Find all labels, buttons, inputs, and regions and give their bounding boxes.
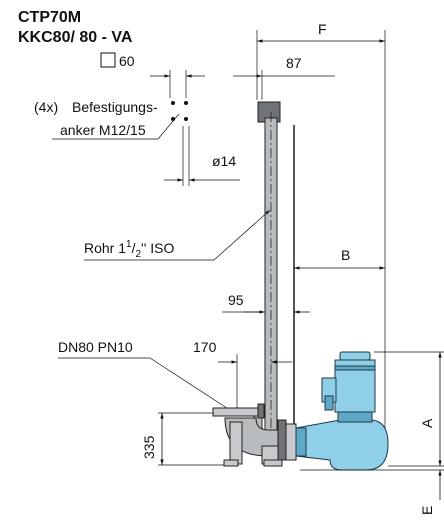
pipe-label: Rohr 11/2'' ISO [84,239,175,260]
square-size-label: 60 [119,53,135,69]
pump [295,351,389,471]
dim-B-label: B [341,247,350,263]
anchor-count-label: (4x) [34,99,58,115]
dim-95-label: 95 [228,292,244,308]
dim-A-label: A [419,418,435,428]
duckfoot-bend [212,403,297,467]
anchor-label-line2: anker M12/15 [60,122,146,138]
dim-87-label: 87 [286,55,302,71]
anchor-bolt-dots [171,101,188,121]
model-subtitle: KKC80/ 80 - VA [18,29,133,46]
dim-335-label: 335 [141,435,157,459]
dim-170-label: 170 [193,339,217,355]
model-title: CTP70M [18,9,81,26]
flange-label: DN80 PN10 [58,339,133,355]
square-symbol-icon [100,52,116,68]
dim-F-label: F [318,21,327,37]
anchor-label-line1: Befestigungs- [72,99,158,115]
dim-E-label: E [419,506,435,515]
bolt-diameter-label: ø14 [212,153,236,169]
